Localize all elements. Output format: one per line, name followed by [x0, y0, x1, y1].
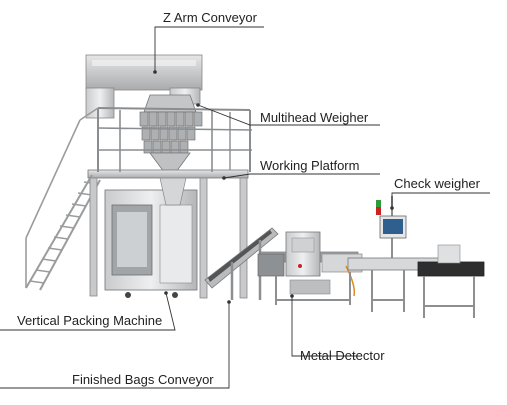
check-weigher — [347, 196, 485, 318]
label-vertical-packing-machine: Vertical Packing Machine — [17, 313, 163, 328]
label-metal-detector: Metal Detector — [300, 348, 385, 363]
label-multihead-weigher: Multihead Weigher — [260, 110, 369, 125]
label-finished-bags-conveyor: Finished Bags Conveyor — [72, 372, 214, 387]
metal-detector — [257, 231, 363, 305]
access-stairs — [25, 107, 101, 291]
vertical-packing-machine — [104, 177, 198, 298]
label-z-arm-conveyor: Z Arm Conveyor — [163, 10, 257, 25]
multihead-weigher — [139, 94, 203, 173]
support-frame — [89, 177, 248, 299]
label-check-weigher: Check weigher — [394, 176, 480, 191]
label-working-platform: Working Platform — [260, 158, 360, 173]
leader-dots — [153, 70, 394, 304]
leader-lines — [0, 26, 490, 389]
